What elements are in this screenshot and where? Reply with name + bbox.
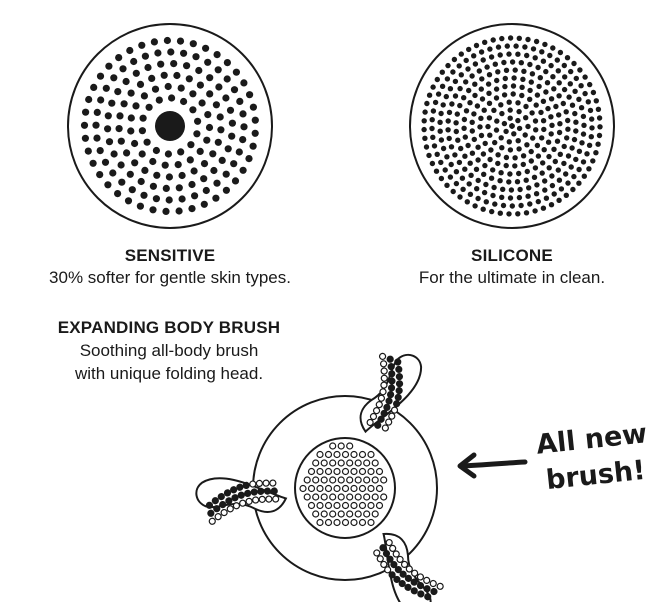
sensitive-title: SENSITIVE bbox=[124, 246, 216, 265]
sensitive-caption: SENSITIVE 30% softer for gentle skin typ… bbox=[20, 246, 320, 288]
expanding-body-brush-icon bbox=[195, 352, 444, 602]
silicone-title: SILICONE bbox=[471, 246, 553, 265]
silicone-caption: SILICONE For the ultimate in clean. bbox=[362, 246, 662, 288]
body-brush-description-line1: Soothing all-body brush bbox=[79, 341, 259, 360]
body-brush-caption: EXPANDING BODY BRUSH Soothing all-body b… bbox=[24, 318, 314, 384]
sensitive-brush-head-icon bbox=[67, 23, 273, 229]
silicone-brush-head-icon bbox=[409, 23, 615, 229]
callout-line2: brush! bbox=[544, 454, 647, 497]
body-brush-description-line2: with unique folding head. bbox=[74, 364, 264, 383]
arrow-left-icon bbox=[457, 452, 528, 479]
sensitive-description: 30% softer for gentle skin types. bbox=[49, 268, 291, 287]
silicone-description: For the ultimate in clean. bbox=[418, 268, 606, 287]
all-new-brush-callout: All new brush! bbox=[532, 418, 652, 500]
callout-line1: All new bbox=[534, 418, 649, 461]
body-brush-title: EXPANDING BODY BRUSH bbox=[57, 318, 281, 337]
